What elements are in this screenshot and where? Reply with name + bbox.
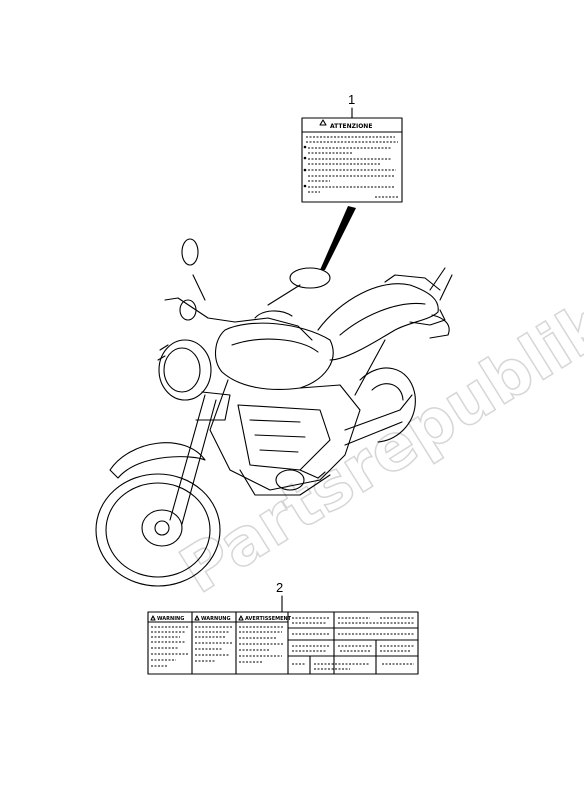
label-attenzione: ATTENZIONE bbox=[301, 117, 403, 203]
motorcycle-drawing bbox=[95, 238, 453, 587]
label-attenzione-title: ATTENZIONE bbox=[330, 123, 372, 130]
label-warning-column-3: AVERTISSEMENT bbox=[245, 616, 292, 622]
label-warning-column-1: WARNING bbox=[157, 616, 184, 622]
label-warning-column-2: WARNUNG bbox=[201, 616, 231, 622]
callout-number-2: 2 bbox=[276, 580, 283, 595]
pointer-arrow-1 bbox=[320, 206, 356, 270]
callout-number-1: 1 bbox=[348, 92, 355, 107]
watermark: Partsrepublik bbox=[168, 287, 584, 609]
label-warning-set: WARNING WARNUNG AVERTISSEMENT bbox=[147, 611, 419, 675]
